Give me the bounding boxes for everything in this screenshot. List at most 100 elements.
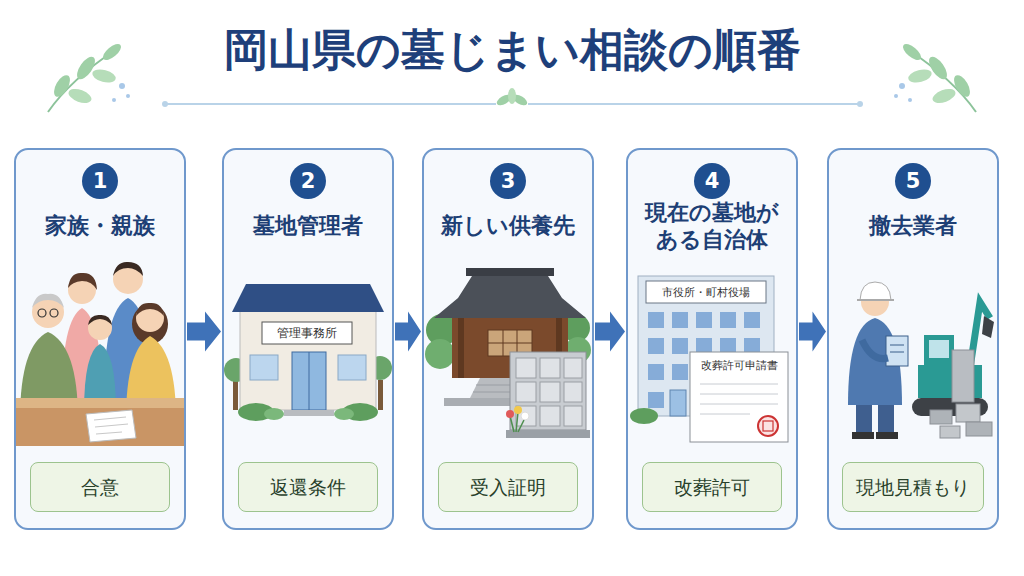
flow-arrow (799, 311, 826, 351)
family-illustration-part (96, 432, 122, 434)
contractor-illustration-part (856, 400, 872, 434)
office-illustration-part (232, 284, 384, 312)
flow-arrow (395, 311, 421, 351)
sign-text: 管理事務所 (277, 325, 337, 342)
step-heading: 墓地管理者 (253, 212, 363, 240)
step-card: 新しい供養先 3 受入証明 (422, 148, 594, 530)
contractor-illustration-part (924, 335, 954, 367)
cityhall-illustration-part (700, 404, 778, 405)
title-rule-part (857, 101, 863, 107)
leaf-decoration-part (67, 86, 94, 105)
result-label: 受入証明 (470, 476, 546, 499)
cityhall-illustration (630, 276, 788, 442)
temple-illustration-part (514, 406, 522, 414)
office-illustration-part (240, 310, 376, 410)
title-rule-part (162, 101, 168, 107)
temple-illustration-part (510, 352, 586, 430)
heading-area: 墓地管理者 (230, 198, 386, 254)
callout-number: 3 (501, 171, 516, 192)
contractor-illustration-part (860, 282, 891, 300)
card-ground-part (422, 148, 594, 530)
leaf-decoration-part (100, 41, 123, 63)
office-illustration (224, 284, 392, 421)
leaf-decoration-part (899, 83, 905, 89)
step-card: 現在の墓地が ある自治体 4 改葬許可 (626, 148, 798, 530)
temple-illustration-part (516, 412, 518, 432)
sign-label: 市役所・町村役場 (646, 281, 766, 303)
office-illustration-part (378, 380, 383, 410)
leaf-decoration-part (900, 41, 923, 63)
temple-illustration-part (564, 406, 582, 426)
contractor-illustration-part (890, 345, 904, 346)
step-number: 1 (82, 163, 118, 199)
cityhall-illustration-part (700, 414, 750, 415)
temple-illustration-part (521, 412, 529, 420)
cityhall-illustration-part (672, 312, 688, 328)
temple-illustration-part (434, 276, 586, 318)
temple-illustration-part (516, 358, 536, 378)
card-ground-part (222, 148, 394, 530)
temple-illustration-part (564, 358, 582, 378)
contractor-illustration-part (862, 340, 888, 359)
office-illustration-part (292, 352, 326, 410)
leaf-decoration-part (91, 67, 117, 85)
cityhall-illustration-part (763, 421, 773, 431)
cityhall-illustration-part (744, 312, 760, 328)
contractor-illustration-part (890, 352, 904, 353)
contractor-illustration-part (940, 426, 960, 438)
result-box: 改葬許可 (642, 462, 782, 512)
cityhall-illustration-part (670, 390, 686, 416)
callout-number: 4 (705, 171, 720, 192)
title-rule-part (528, 103, 860, 105)
temple-illustration-part (425, 339, 455, 369)
result-box: 合意 (30, 462, 170, 512)
temple-illustration-part (540, 358, 560, 378)
temple-illustration (425, 268, 591, 438)
family-illustration-part (32, 294, 64, 308)
leaf-decoration-part (907, 67, 933, 85)
cityhall-illustration-part (720, 312, 736, 328)
card-ground-part (827, 148, 999, 530)
cityhall-illustration-part (672, 338, 688, 354)
family-illustration-part (38, 309, 46, 317)
flow-arrow (595, 311, 625, 351)
temple-illustration-part (466, 268, 554, 276)
sign-text: 改葬許可申請書 (701, 359, 778, 373)
contractor-illustration-part (852, 432, 874, 439)
contractor-illustration-part (857, 299, 894, 301)
step-heading: 新しい供養先 (441, 212, 575, 240)
step-heading: 現在の墓地が ある自治体 (634, 199, 790, 254)
step-number: 3 (490, 163, 526, 199)
heading-area: 新しい供養先 (430, 198, 586, 254)
office-illustration-part (338, 355, 366, 380)
cityhall-illustration-part (696, 312, 712, 328)
diagram-title: 岡山県の墓じまい相談の順番 (0, 24, 1024, 77)
office-illustration-part (233, 380, 238, 410)
callout-number: 5 (906, 171, 921, 192)
office-illustration-part (284, 410, 334, 416)
cityhall-illustration-part (648, 338, 664, 354)
flow-arrow (187, 311, 221, 351)
contractor-illustration-part (878, 400, 894, 434)
family-illustration-part (95, 424, 128, 427)
family-illustration-part (94, 417, 126, 420)
family-illustration-part (16, 398, 184, 446)
temple-illustration-part (516, 382, 536, 402)
title-rule-part (508, 88, 516, 104)
leaf-decoration-part (931, 86, 958, 105)
callout-number: 2 (301, 171, 316, 192)
result-label: 現地見積もり (856, 476, 970, 499)
result-box: 現地見積もり (842, 462, 984, 512)
office-illustration-part (309, 352, 310, 410)
family-illustration-part (16, 398, 184, 408)
office-illustration-part (334, 408, 354, 420)
office-illustration-part (264, 408, 284, 420)
contractor-illustration-part (966, 422, 992, 436)
contractor-illustration-part (876, 432, 898, 439)
cityhall-illustration-part (758, 416, 778, 436)
leaf-decoration-part (926, 54, 951, 82)
leaf-decoration-part (119, 83, 125, 89)
card-ground (14, 148, 999, 530)
card-ground-part (14, 148, 186, 530)
cityhall-illustration-part (700, 394, 778, 395)
